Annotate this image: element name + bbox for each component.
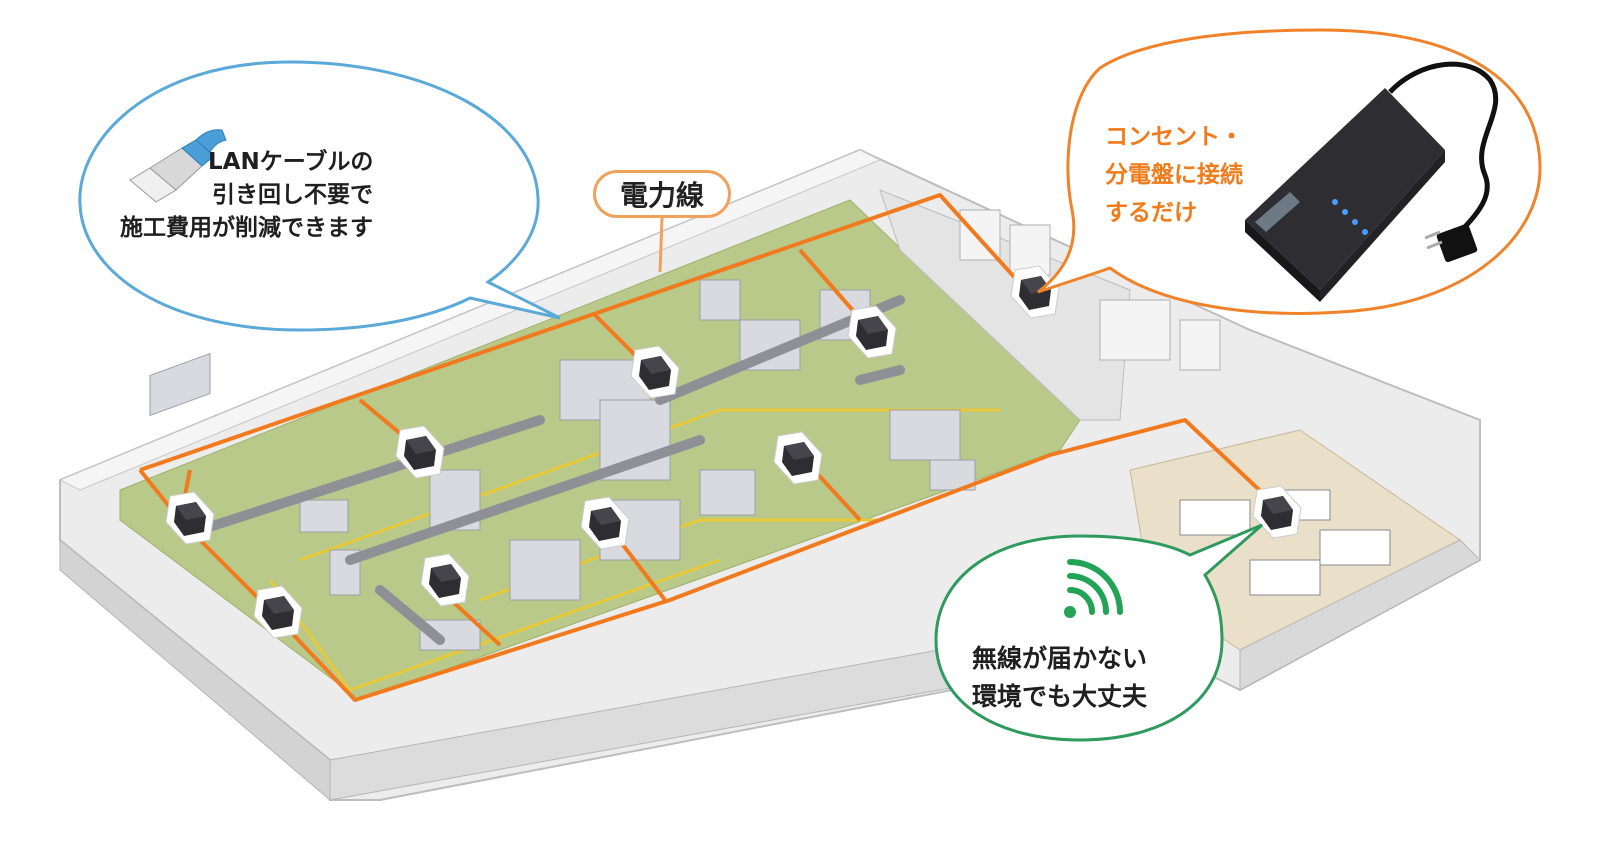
power-line-label: 電力線 [593,170,731,218]
power-label-pointer [658,217,664,273]
lan-callout-line-1: LANケーブルの [208,149,374,175]
wifi-callout-text: 無線が届かない 環境でも大丈夫 [972,640,1147,716]
lan-callout-line-2: 引き回し不要で [212,182,373,208]
lan-cable-icon [129,129,227,203]
outlet-callout-line-1: コンセント・ [1105,124,1243,150]
outlet-callout-text: コンセント・ 分電盤に接続 するだけ [1105,118,1243,232]
wifi-callout-bubble [934,523,1263,742]
plc-adapter-icon [1245,61,1499,302]
wifi-signal-icon [1064,559,1123,618]
office-desks [1179,489,1391,596]
lan-callout-bubble [78,60,561,332]
conveyors [195,295,905,645]
storage-shelves [959,209,1221,371]
lan-callout-text: LANケーブルの 引き回し不要で 施工費用が削減できます [120,146,374,245]
outlet-callout-line-3: するだけ [1105,200,1197,226]
outlet-callout-bubble [1037,28,1542,315]
wifi-callout-line-1: 無線が届かない [972,644,1148,673]
lan-callout-line-3: 施工費用が削減できます [120,215,373,241]
wifi-callout-line-2: 環境でも大丈夫 [972,682,1148,711]
outlet-callout-line-2: 分電盤に接続 [1105,162,1243,188]
